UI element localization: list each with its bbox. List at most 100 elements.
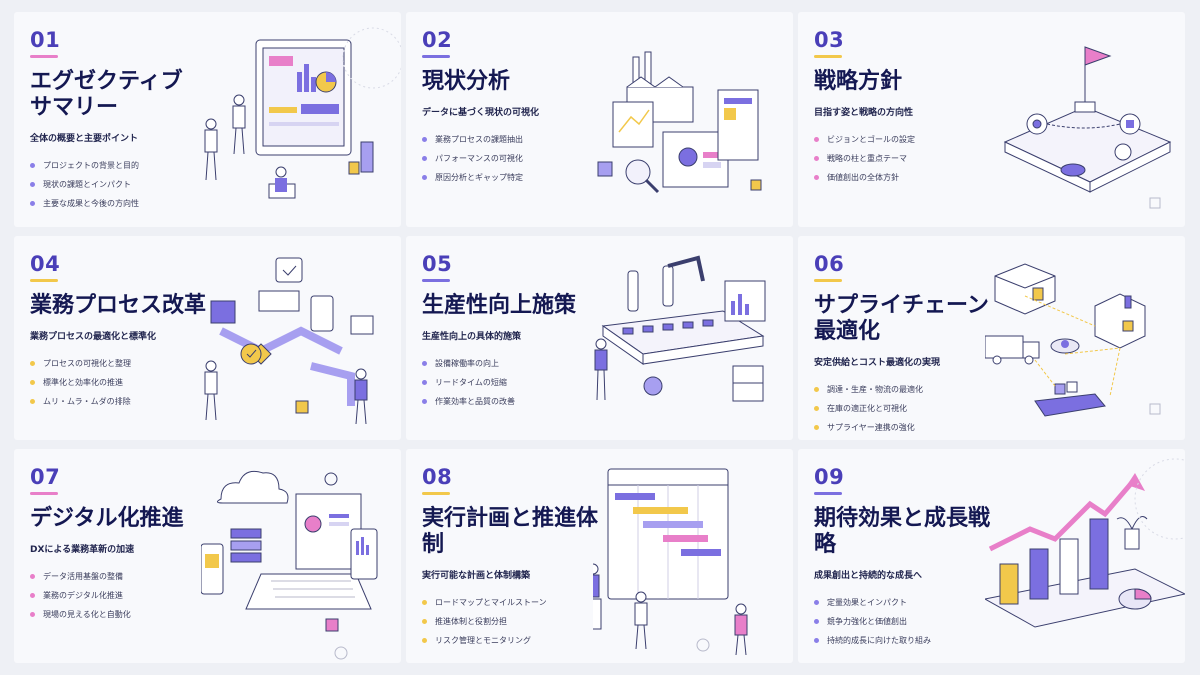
factory-analytics-icon (597, 51, 762, 194)
card-subtitle: 全体の概要と主要ポイント (30, 134, 139, 144)
card-subtitle: データに基づく現状の可視化 (422, 108, 540, 118)
accent-bar (814, 279, 842, 282)
bullet-dot-icon (814, 638, 819, 643)
flag-roadmap-icon (1003, 46, 1172, 209)
card-number: 07 (30, 465, 61, 489)
bullet-item: 持続的成長に向けた取り組み (814, 631, 1004, 650)
bullet-dot-icon (30, 612, 35, 617)
card-title: エグゼクティブ サマリー (30, 69, 183, 120)
bullet-dot-icon (422, 156, 427, 161)
bullet-dot-icon (422, 361, 427, 366)
bullet-item: プロジェクトの背景と目的 (30, 156, 220, 175)
bullet-item: 業務のデジタル化推進 (30, 586, 220, 605)
bullet-dot-icon (814, 387, 819, 392)
bullet-dot-icon (30, 593, 35, 598)
bullet-item: 在庫の適正化と可視化 (814, 399, 1004, 418)
bullet-item: パフォーマンスの可視化 (422, 149, 612, 168)
bullet-dot-icon (30, 163, 35, 168)
bullet-item: ムリ・ムラ・ムダの排除 (30, 392, 220, 411)
card-04: 04 業務プロセス改革 業務プロセスの最適化と標準化 プロセスの可視化と整理 標… (14, 236, 401, 440)
bullet-dot-icon (814, 600, 819, 605)
accent-bar (422, 55, 450, 58)
card-01: 01 エグゼクティブ サマリー 全体の概要と主要ポイント プロジェクトの背景と目… (14, 12, 401, 227)
bullet-item: 価値創出の全体方針 (814, 168, 1004, 187)
card-02: 02 現状分析 データに基づく現状の可視化 業務プロセスの課題抽出 パフォーマン… (406, 12, 793, 227)
bullet-list: プロセスの可視化と整理 標準化と効率化の推進 ムリ・ムラ・ムダの排除 (30, 354, 220, 411)
accent-bar (30, 279, 58, 282)
bullet-item: 原因分析とギャップ特定 (422, 168, 612, 187)
bullet-item: 業務プロセスの課題抽出 (422, 130, 612, 149)
card-09: 09 期待効果と成長戦略 成果創出と持続的な成長へ 定量効果とインパクト 競争力… (798, 449, 1185, 663)
bullet-item: サプライヤー連携の強化 (814, 418, 1004, 437)
bullet-item: リードタイムの短縮 (422, 373, 612, 392)
card-06: 06 サプライチェーン 最適化 安定供給とコスト最適化の実現 調達・生産・物流の… (798, 236, 1185, 440)
card-title: 現状分析 (422, 69, 511, 94)
bullet-list: 定量効果とインパクト 競争力強化と価値創出 持続的成長に向けた取り組み (814, 593, 1004, 650)
bullet-item: 調達・生産・物流の最適化 (814, 380, 1004, 399)
bullet-dot-icon (30, 399, 35, 404)
bullet-dot-icon (422, 380, 427, 385)
bullet-dot-icon (814, 425, 819, 430)
card-number: 01 (30, 28, 61, 52)
card-title: サプライチェーン 最適化 (814, 293, 989, 344)
bullet-item: 設備稼働率の向上 (422, 354, 612, 373)
bullet-list: データ活用基盤の整備 業務のデジタル化推進 現場の見える化と自動化 (30, 567, 220, 624)
bullet-dot-icon (30, 380, 35, 385)
card-grid: 01 エグゼクティブ サマリー 全体の概要と主要ポイント プロジェクトの背景と目… (14, 12, 1186, 663)
card-title: 実行計画と推進体制 (422, 506, 599, 557)
bullet-dot-icon (30, 574, 35, 579)
card-title: 戦略方針 (814, 69, 903, 94)
card-subtitle: 実行可能な計画と体制構築 (422, 571, 531, 581)
accent-bar (422, 279, 450, 282)
card-subtitle: 安定供給とコスト最適化の実現 (814, 358, 941, 368)
bullet-dot-icon (814, 406, 819, 411)
card-number: 06 (814, 252, 845, 276)
bullet-item: プロセスの可視化と整理 (30, 354, 220, 373)
card-title: 生産性向上施策 (422, 293, 577, 318)
card-number: 08 (422, 465, 453, 489)
bullet-item: 競争力強化と価値創出 (814, 612, 1004, 631)
bullet-list: ビジョンとゴールの設定 戦略の柱と重点テーマ 価値創出の全体方針 (814, 130, 1004, 187)
growth-chart-icon (985, 458, 1185, 628)
bullet-list: ロードマップとマイルストーン 推進体制と役割分担 リスク管理とモニタリング (422, 593, 612, 650)
card-03: 03 戦略方針 目指す姿と戦略の方向性 ビジョンとゴールの設定 戦略の柱と重点テ… (798, 12, 1185, 227)
card-07: 07 デジタル化推進 DXによる業務革新の加速 データ活用基盤の整備 業務のデジ… (14, 449, 401, 663)
bullet-item: データ活用基盤の整備 (30, 567, 220, 586)
supply-chain-icon (985, 263, 1161, 417)
bullet-dot-icon (814, 175, 819, 180)
bullet-item: 推進体制と役割分担 (422, 612, 612, 631)
gantt-board-icon (593, 468, 748, 656)
card-number: 05 (422, 252, 453, 276)
card-number: 09 (814, 465, 845, 489)
bullet-list: プロジェクトの背景と目的 現状の課題とインパクト 主要な成果と今後の方向性 (30, 156, 220, 213)
card-subtitle: 成果創出と持続的な成長へ (814, 571, 923, 581)
card-number: 03 (814, 28, 845, 52)
monitor-presentation-icon (204, 27, 401, 199)
accent-bar (814, 492, 842, 495)
card-title: 業務プロセス改革 (30, 293, 207, 318)
card-05: 05 生産性向上施策 生産性向上の具体的施策 設備稼働率の向上 リードタイムの短… (406, 236, 793, 440)
bullet-item: 戦略の柱と重点テーマ (814, 149, 1004, 168)
card-number: 04 (30, 252, 61, 276)
accent-bar (30, 492, 58, 495)
bullet-list: 調達・生産・物流の最適化 在庫の適正化と可視化 サプライヤー連携の強化 (814, 380, 1004, 437)
cloud-devices-icon (201, 470, 378, 660)
bullet-item: ビジョンとゴールの設定 (814, 130, 1004, 149)
card-subtitle: DXによる業務革新の加速 (30, 545, 135, 555)
bullet-dot-icon (814, 156, 819, 161)
bullet-list: 業務プロセスの課題抽出 パフォーマンスの可視化 原因分析とギャップ特定 (422, 130, 612, 187)
bullet-dot-icon (422, 137, 427, 142)
bullet-dot-icon (422, 600, 427, 605)
process-flow-icon (204, 257, 374, 425)
bullet-item: 現場の見える化と自動化 (30, 605, 220, 624)
bullet-item: 現状の課題とインパクト (30, 175, 220, 194)
bullet-dot-icon (814, 619, 819, 624)
bullet-item: ロードマップとマイルストーン (422, 593, 612, 612)
card-title: デジタル化推進 (30, 506, 184, 531)
accent-bar (30, 55, 58, 58)
card-number: 02 (422, 28, 453, 52)
bullet-dot-icon (30, 361, 35, 366)
bullet-dot-icon (422, 175, 427, 180)
card-subtitle: 目指す姿と戦略の方向性 (814, 108, 914, 118)
card-08: 08 実行計画と推進体制 実行可能な計画と体制構築 ロードマップとマイルストーン… (406, 449, 793, 663)
